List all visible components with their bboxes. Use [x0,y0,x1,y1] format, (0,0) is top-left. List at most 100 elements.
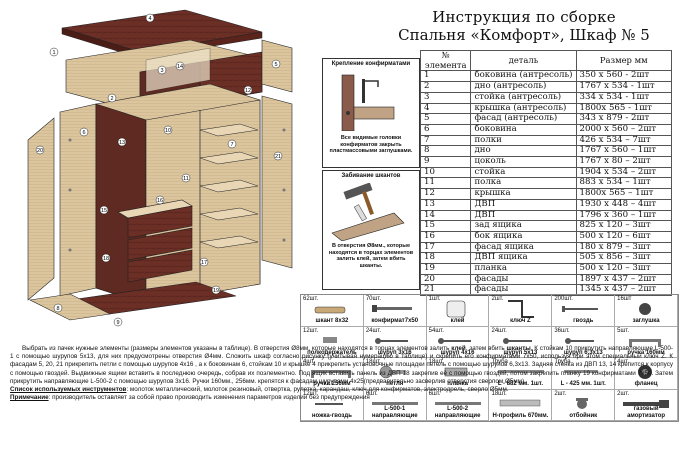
hardware-name: заглушка [632,318,660,324]
hardware-name: шуруп 6,3х13 [563,349,603,356]
hardware-qty: 62шт. [303,296,319,302]
hardware-name: газовый амортизатор [627,406,666,419]
part-number-cell: 16 [419,230,472,243]
hardware-name: отбойник [569,412,598,419]
hardware-name: L-500-2 направляющие [434,406,481,419]
hardware-item: 4шт.фланец [615,358,678,390]
hardware-qty: 2шт. [617,390,630,397]
part-number-cell: 3 [419,91,472,104]
svg-text:6: 6 [82,130,85,136]
part-number-cell: 1 [419,70,472,83]
svg-text:18: 18 [103,256,109,262]
hardware-icon [311,370,351,378]
part-name-cell: стойка (антресоль) [470,91,577,104]
hardware-qty: 16шт [617,296,632,302]
label-17: 17 [199,257,209,267]
hardware-qty: 4шт. [303,359,315,365]
hardware-qty: 24шт. [365,327,382,334]
part-number-cell: 2 [419,81,472,93]
hardware-icon [629,338,662,347]
hardware-qty: 6шт. [428,390,441,397]
part-number-cell: 21 [419,284,472,297]
svg-text:20: 20 [37,148,43,154]
hardware-item: 2шт.отбойник [552,389,616,421]
hardware-name: L - 425 мм. 1шт. [560,381,606,387]
dowel-hammer-icon [331,183,405,241]
part-size-cell: 350 х 560 - 2шт [575,70,673,83]
part-number-cell: 11 [419,177,472,190]
right-door [261,95,293,269]
part-size-cell: 1796 х 360 – 1шт [575,209,673,222]
part-size-cell: 1767 х 560 – 1шт [575,145,673,158]
hardware-icon [499,399,540,406]
part-number-cell: 8 [419,145,472,158]
tools-text: : молоток металлический, молоток резинов… [126,386,509,394]
hardware-item: 2шт.ключ Z [489,295,553,327]
hardware-icon [444,367,467,377]
hardware-icon [507,300,534,318]
instructions-intro: Выбрать из пачек нужные элементы (размер… [22,345,450,352]
part-size-cell: 1767 х 534 - 1шт [575,81,673,93]
dowels-callout-note: В отверстия Ø8мм., которые находятся в т… [328,243,414,269]
hardware-qty: 18шт. [491,390,507,397]
hardware-qty: 54шт. [428,327,444,334]
hardware-name: шуруп 3х16 [377,349,412,356]
hardware-item: 24шт. шуруп 3х16 [363,326,427,358]
svg-text:9: 9 [116,320,119,326]
hardware-icon [502,337,532,344]
hardware-icon [434,401,481,405]
hardware-icon [576,397,589,409]
hardware-qty: 70шт. [365,296,382,302]
instructions-paragraph: Выбрать из пачек нужные элементы (размер… [10,345,673,386]
svg-text:1: 1 [52,50,55,56]
part-size-cell: 505 х 856 – 3шт [575,252,673,265]
instructions-then: , затем вбить [465,345,505,352]
col-header-number: № элемента [419,49,472,72]
svg-text:11: 11 [183,176,189,182]
hardware-name: полкодержатель [307,349,357,356]
hardware-name: ножка-гвоздь [311,412,352,419]
confirmat-callout-caption: Крепление конфирматами [331,61,411,67]
hardware-icon [323,336,337,343]
cabinet-exploded-drawing: 4 1 3 5 2 14 12 20 6 13 10 11 7 21 15 16… [27,9,293,327]
hardware-qty: 36шт. [554,327,570,334]
svg-text:4: 4 [148,16,151,22]
part-size-cell: 180 х 879 – 3шт [575,241,673,254]
label-5: 5 [271,59,281,69]
parts-table-header: № элемента деталь Размер мм [419,49,673,72]
hardware-item: 200шт.гвоздь [552,295,616,327]
left-side-panel [27,117,55,301]
svg-text:7: 7 [230,142,233,148]
hardware-item: 16шт заглушка [615,295,678,327]
part-name-cell: планка [470,263,577,275]
title-line-2: Спальня «Комфорт», Шкаф № 5 [398,26,650,44]
hardware-qty: 24шт. [491,327,507,334]
bottom-panel [29,293,111,321]
col-header-size: Размер мм [575,49,673,72]
hardware-icon [315,402,343,405]
hardware-icon [564,370,599,373]
hardware-item: 36шт. шуруп 6,3х13 [552,326,616,358]
label-1: 1 [49,47,59,57]
part-number-cell: 10 [419,166,472,179]
part-name-cell: ДВП [470,198,577,211]
assembly-instructions: Выбрать из пачек нужные элементы (размер… [10,345,673,402]
hardware-qty: 12шт. [303,327,319,334]
svg-text:21: 21 [275,154,281,160]
svg-text:8: 8 [56,306,59,312]
svg-text:12: 12 [245,88,251,94]
label-19: 19 [211,285,221,295]
part-size-cell: 1767 х 80 – 2шт [575,156,673,168]
hardware-qty: 18шт. [428,359,444,365]
col-header-part: деталь [470,49,577,72]
